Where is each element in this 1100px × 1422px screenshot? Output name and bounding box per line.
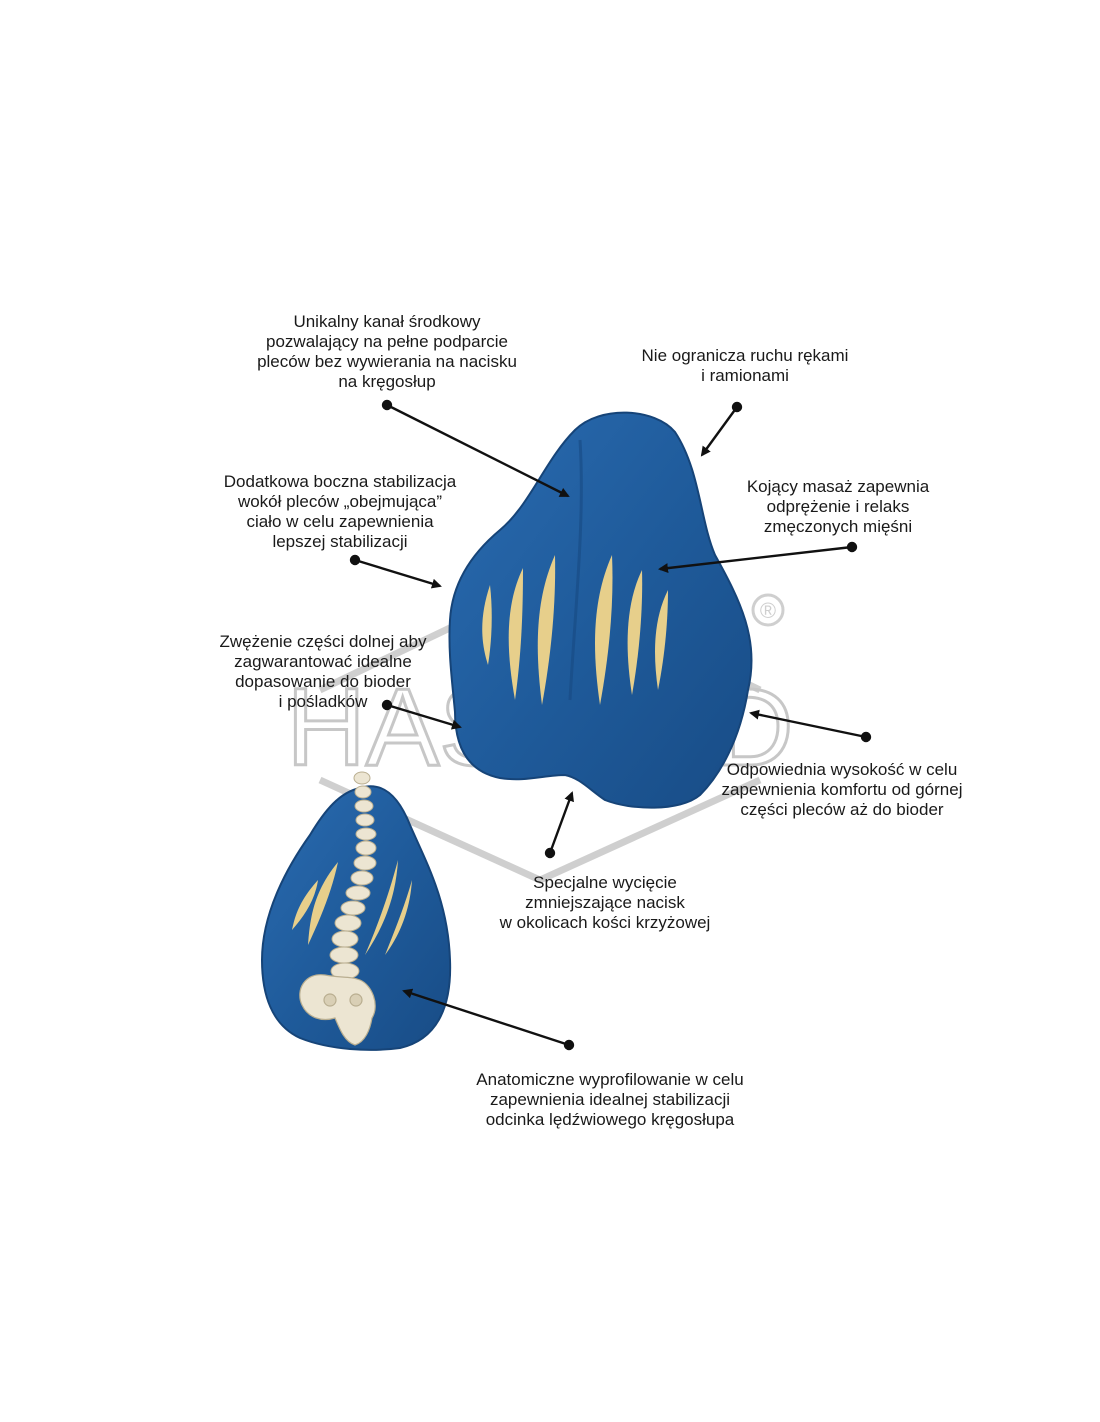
pelvis-icon xyxy=(299,974,376,1046)
leader-massage xyxy=(658,541,858,574)
leader-arm-movement xyxy=(700,401,743,457)
annotation-line: Unikalny kanał środkowy xyxy=(293,312,481,331)
annotation-central-channel: Unikalny kanał środkowy pozwalający na p… xyxy=(222,312,552,392)
leader-anatomical xyxy=(402,988,575,1051)
annotation-line: Dodatkowa boczna stabilizacja xyxy=(223,472,457,491)
massage-ridges-small xyxy=(292,860,412,955)
annotation-anatomical: Anatomiczne wyprofilowanie w celu zapewn… xyxy=(440,1070,780,1130)
annotation-line: pozwalający na pełne podparcie xyxy=(266,332,508,351)
annotation-line: w okolicach kości krzyżowej xyxy=(499,913,711,932)
annotation-line: ciało w celu zapewnienia xyxy=(246,512,434,531)
annotation-line: wokół pleców „obejmująca” xyxy=(237,492,443,511)
annotation-line: zapewnienia idealnej stabilizacji xyxy=(489,1090,731,1109)
leader-height xyxy=(749,709,872,743)
annotation-arm-movement: Nie ogranicza ruchu rękami i ramionami xyxy=(610,346,880,386)
annotation-line: pleców bez wywierania na nacisku xyxy=(257,352,517,371)
spine-icon xyxy=(329,771,377,980)
watermark-registered: ® xyxy=(760,598,776,623)
annotation-narrowing: Zwężenie części dolnej aby zagwarantować… xyxy=(193,632,453,712)
leader-cutout xyxy=(544,791,574,859)
annotation-cutout: Specjalne wycięcie zmniejszające nacisk … xyxy=(470,873,740,933)
annotation-line: części pleców aż do bioder xyxy=(740,800,944,819)
large-cushion xyxy=(448,411,753,809)
small-cushion xyxy=(260,771,452,1051)
annotation-line: Anatomiczne wyprofilowanie w celu xyxy=(476,1070,744,1089)
annotation-line: lepszej stabilizacji xyxy=(272,532,408,551)
annotation-line: odcinka lędźwiowego kręgosłupa xyxy=(485,1110,735,1129)
annotation-line: Zwężenie części dolnej aby xyxy=(219,632,427,651)
annotation-side-stabilization: Dodatkowa boczna stabilizacja wokół plec… xyxy=(195,472,485,552)
leader-side-stabilization xyxy=(349,554,442,589)
annotation-line: na kręgosłup xyxy=(338,372,436,391)
leader-lines xyxy=(349,399,872,1051)
annotation-line: zmniejszające nacisk xyxy=(525,893,685,912)
annotation-massage: Kojący masaż zapewnia odprężenie i relak… xyxy=(718,477,958,537)
annotation-line: i pośladków xyxy=(278,692,368,711)
annotation-line: Kojący masaż zapewnia xyxy=(746,477,930,496)
massage-ridges-large xyxy=(482,555,668,705)
annotation-height: Odpowiednia wysokość w celu zapewnienia … xyxy=(692,760,992,820)
annotation-line: zmęczonych mięśni xyxy=(763,517,913,536)
annotation-line: i ramionami xyxy=(701,366,789,385)
annotation-line: Nie ogranicza ruchu rękami xyxy=(641,346,849,365)
annotation-line: zapewnienia komfortu od górnej xyxy=(721,780,963,799)
annotation-line: Specjalne wycięcie xyxy=(533,873,677,892)
annotation-line: zagwarantować idealne xyxy=(234,652,412,671)
annotation-line: dopasowanie do bioder xyxy=(235,672,411,691)
leader-narrowing xyxy=(381,699,462,730)
annotation-line: Odpowiednia wysokość w celu xyxy=(726,760,958,779)
annotation-line: odprężenie i relaks xyxy=(766,497,910,516)
leader-central-channel xyxy=(381,399,570,498)
